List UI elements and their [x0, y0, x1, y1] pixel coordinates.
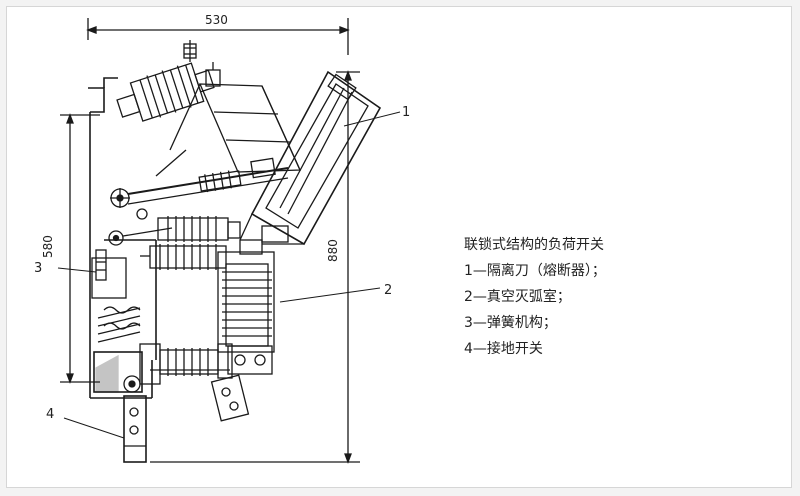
image-frame	[6, 6, 792, 488]
dimension-580: 580	[41, 113, 100, 384]
linkage-rod	[110, 149, 289, 220]
dimension-530: 530	[86, 13, 350, 55]
legend-item-4: 4—接地开关	[464, 341, 543, 357]
lower-terminal	[210, 374, 250, 422]
grounding-switch	[123, 395, 147, 463]
dimension-580-label: 580	[41, 235, 55, 258]
legend-item-2: 2—真空灭弧室；	[464, 289, 571, 305]
dimension-880-label: 880	[326, 239, 340, 262]
horizontal-insulator	[108, 216, 241, 246]
legend-item-3: 3—弹簧机构；	[464, 315, 557, 331]
callout-4: 4	[46, 407, 54, 422]
vacuum-interrupter	[217, 239, 275, 375]
legend-item-1: 1—隔离刀（熔断器）；	[464, 263, 606, 279]
isolating-knife	[239, 70, 382, 246]
legend-title: 联锁式结构的负荷开关	[464, 237, 604, 253]
legend: 联锁式结构的负荷开关 1—隔离刀（熔断器）； 2—真空灭弧室； 3—弹簧机构； …	[464, 232, 764, 362]
bottom-insulator	[93, 343, 233, 393]
top-insulator	[116, 40, 221, 122]
spring-row	[140, 244, 227, 270]
callout-2: 2	[384, 283, 392, 298]
dimension-880: 880	[150, 70, 360, 464]
fuse-housing	[169, 83, 301, 173]
callout-3: 3	[34, 261, 42, 276]
side-plate	[88, 77, 157, 399]
callout-1: 1	[402, 105, 410, 120]
callout-leaders	[57, 111, 401, 439]
spring-mechanism	[91, 249, 141, 343]
dimension-530-label: 530	[205, 13, 228, 27]
